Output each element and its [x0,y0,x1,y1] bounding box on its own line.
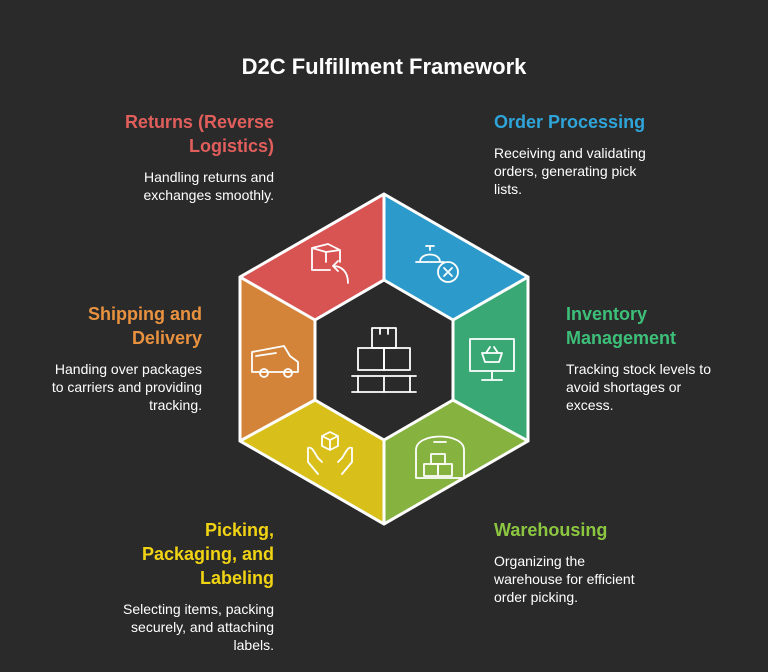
desc-picking: Selecting items, packing securely, and a… [123,601,274,653]
hands-box-icon [307,431,353,475]
heading-order: Order Processing [494,112,646,132]
box-return-icon [311,243,349,284]
delivery-truck-icon [251,345,299,378]
segment-warehousing[interactable] [384,400,528,524]
desc-warehousing: Organizing the warehouse for efficient o… [494,553,635,605]
bell-cancel-icon [415,245,459,283]
heading-returns: Returns (Reverse Logistics) [124,112,274,156]
desc-inventory: Tracking stock levels to avoid shortages… [566,361,711,413]
stacked-boxes-pallet-icon [351,327,417,393]
segment-shipping[interactable] [240,277,315,441]
monitor-basket-icon [469,338,515,381]
label-returns: Returns (Reverse Logistics) Handling ret… [60,110,274,204]
label-inventory: Inventory Management Tracking stock leve… [566,302,756,414]
segment-order[interactable] [384,194,528,320]
segment-dividers [238,192,530,526]
segment-picking[interactable] [240,400,384,524]
heading-shipping: Shipping and Delivery [88,304,202,348]
label-shipping: Shipping and Delivery Handing over packa… [20,302,202,414]
desc-returns: Handling returns and exchanges smoothly. [143,169,274,203]
warehouse-boxes-icon [415,435,465,479]
label-order: Order Processing Receiving and validatin… [494,110,734,198]
label-warehousing: Warehousing Organizing the warehouse for… [494,518,734,606]
heading-picking: Picking, Packaging, and Labeling [141,520,274,588]
label-picking: Picking, Packaging, and Labeling Selecti… [60,518,274,654]
diagram-title: D2C Fulfillment Framework [241,54,527,79]
desc-order: Receiving and validating orders, generat… [494,145,646,197]
heading-warehousing: Warehousing [494,520,608,540]
desc-shipping: Handing over packages to carriers and pr… [51,361,202,413]
heading-inventory: Inventory Management [566,304,677,348]
segment-inventory[interactable] [453,277,528,441]
